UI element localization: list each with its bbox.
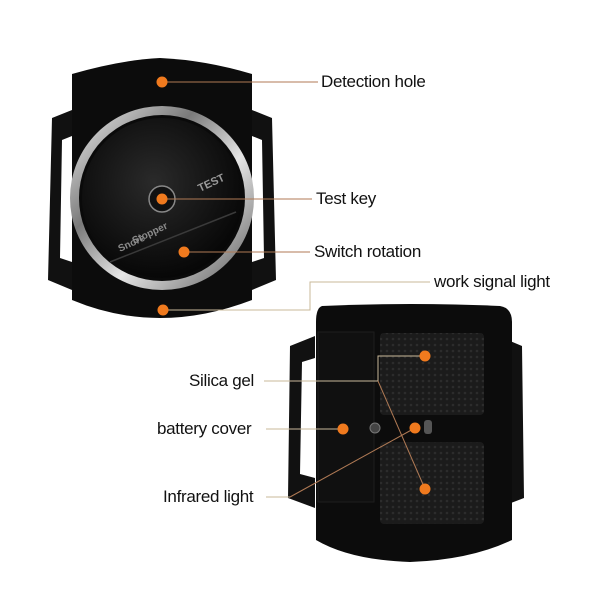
marker-switch-rotation bbox=[178, 246, 190, 258]
marker-silica-gel bbox=[419, 350, 431, 362]
battery-cover-panel bbox=[317, 331, 375, 503]
back-left-strap bbox=[288, 336, 315, 508]
silica-pad-bottom bbox=[380, 442, 484, 524]
front-right-strap bbox=[252, 110, 276, 290]
infrared-window bbox=[424, 420, 432, 434]
front-left-strap bbox=[48, 110, 72, 290]
label-work-signal-light: work signal light bbox=[434, 272, 550, 291]
label-battery-cover: battery cover bbox=[157, 419, 252, 438]
marker-silica-gel-2 bbox=[419, 483, 431, 495]
marker-work-signal-light bbox=[157, 304, 169, 316]
label-infrared-light: Infrared light bbox=[163, 487, 254, 506]
front-device bbox=[48, 58, 276, 318]
marker-battery-cover bbox=[337, 423, 349, 435]
label-switch-rotation: Switch rotation bbox=[314, 242, 421, 261]
marker-infrared-light bbox=[409, 422, 421, 434]
back-right-strap bbox=[498, 336, 524, 508]
marker-detection-hole bbox=[156, 76, 168, 88]
leader-lines bbox=[162, 81, 430, 498]
label-test-key: Test key bbox=[316, 189, 376, 208]
label-silica-gel: Silica gel bbox=[189, 371, 255, 390]
screw bbox=[369, 422, 381, 434]
silica-pad-top bbox=[380, 333, 484, 415]
label-detection-hole: Detection hole bbox=[321, 72, 426, 91]
marker-test-key bbox=[156, 193, 168, 205]
